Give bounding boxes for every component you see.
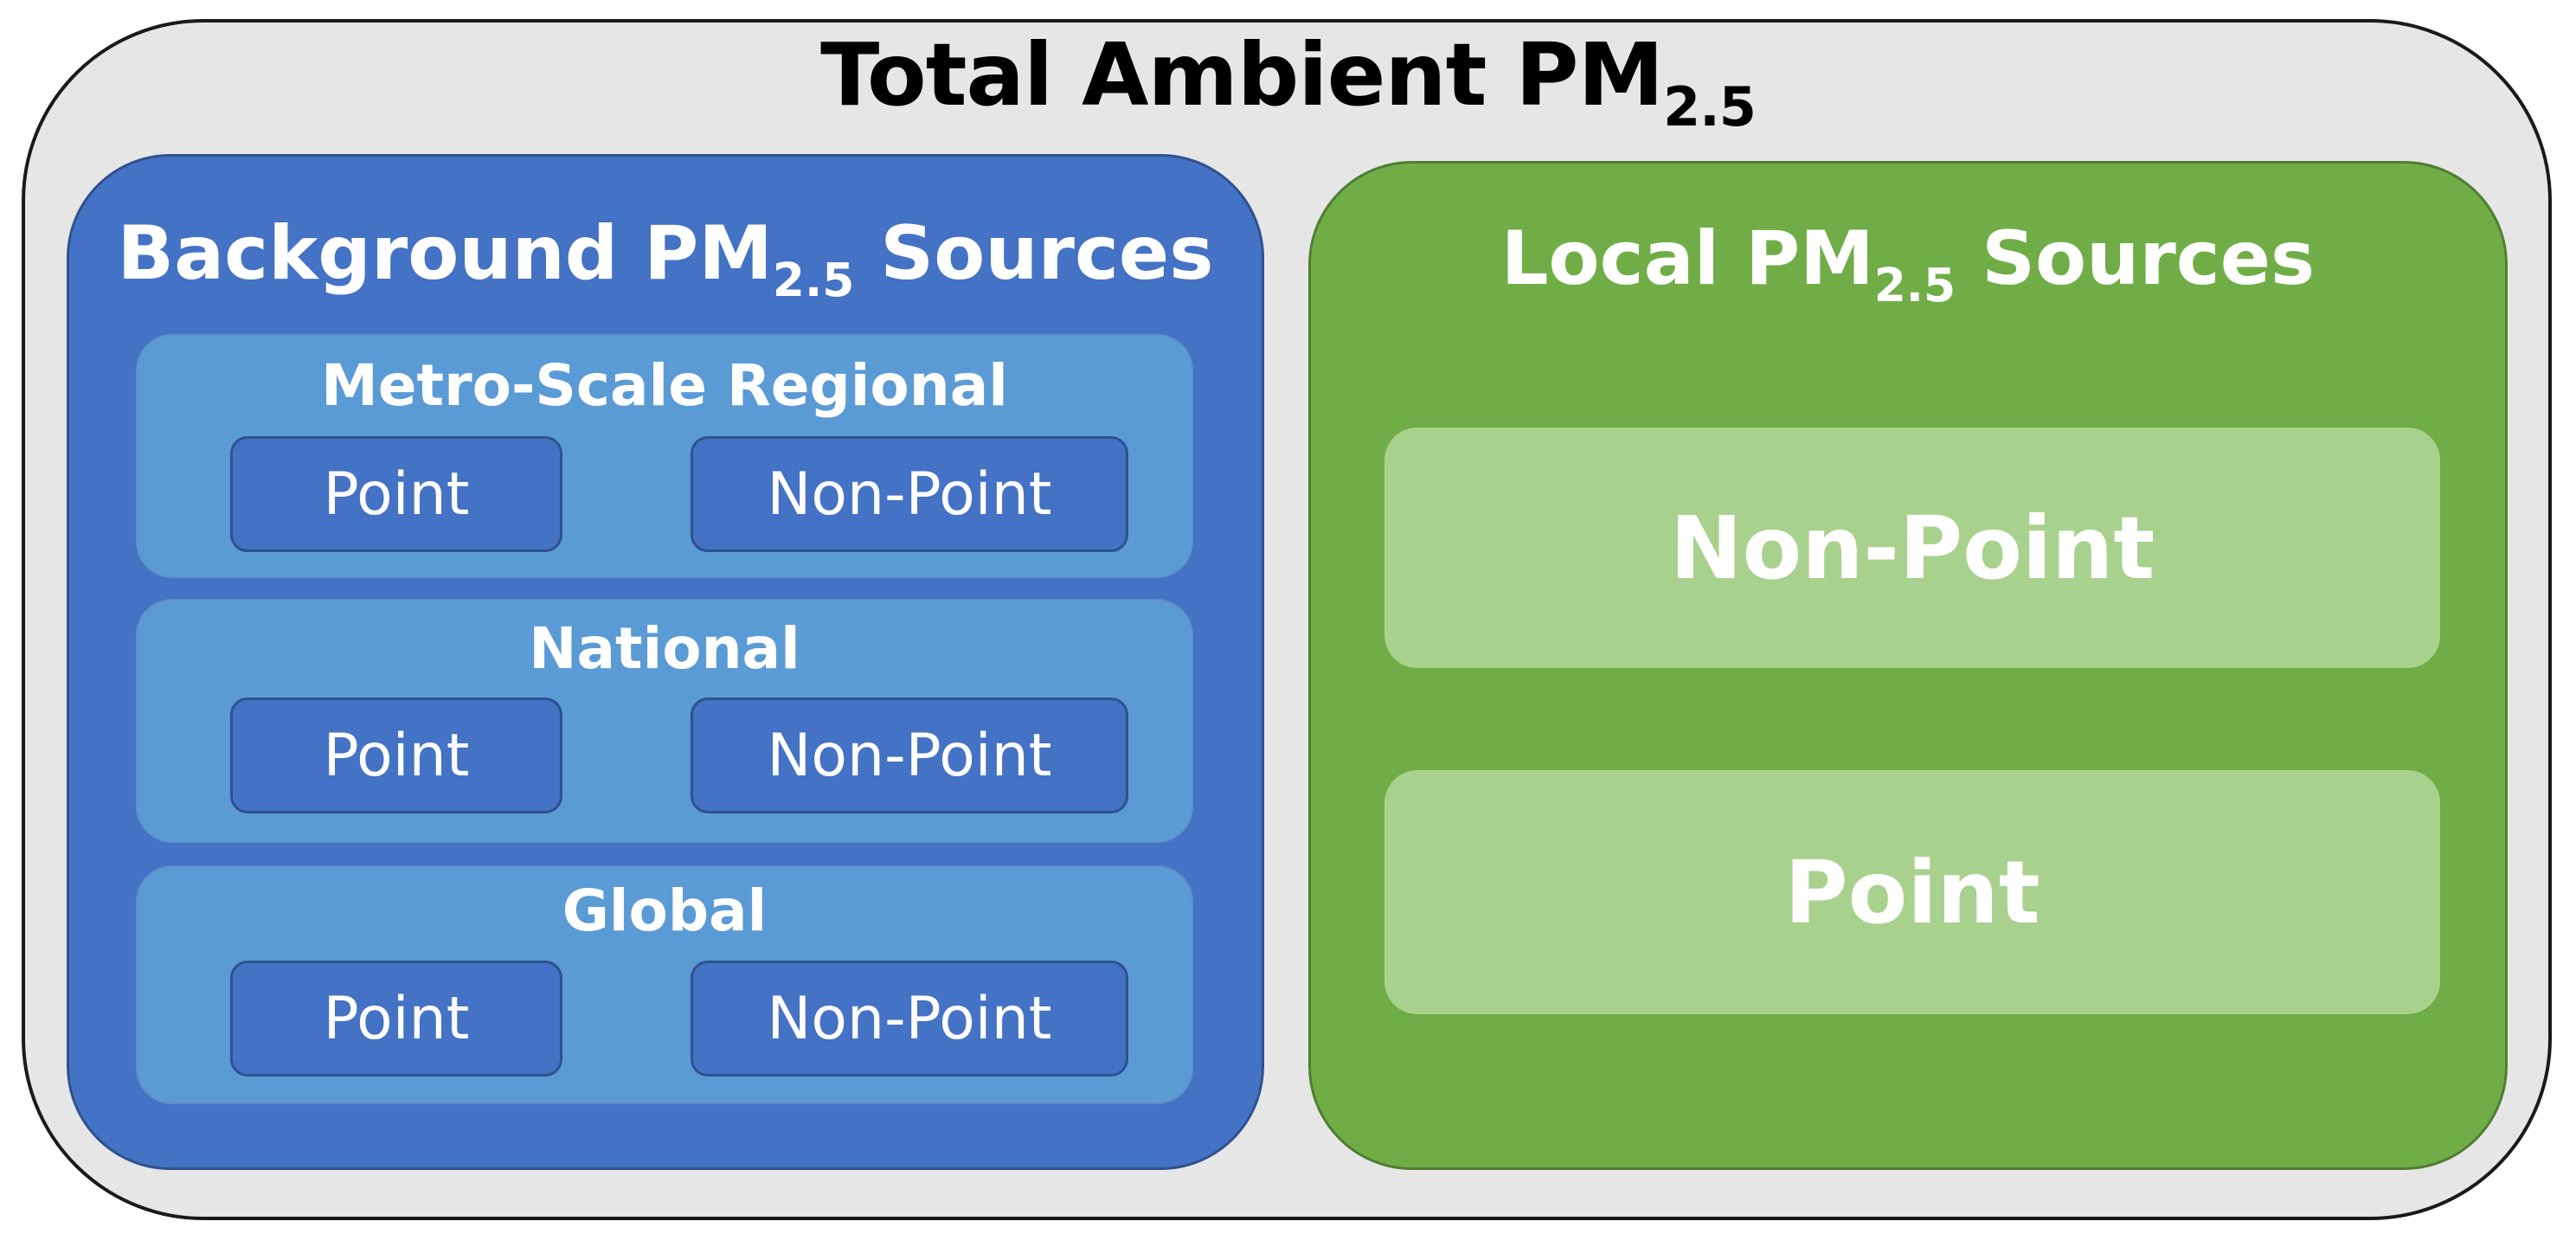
local-sources-title: Local PM2.5 Sources bbox=[1308, 211, 2508, 309]
national-non-point-box: Non-Point bbox=[691, 697, 1128, 813]
local-non-point-box: Non-Point bbox=[1384, 427, 2440, 668]
local-title-prefix: Local PM bbox=[1500, 215, 1874, 302]
local-point-box: Point bbox=[1384, 770, 2440, 1014]
global-non-point-box: Non-Point bbox=[691, 961, 1128, 1077]
global-point-box: Point bbox=[230, 961, 562, 1077]
background-title-prefix: Background PM bbox=[117, 210, 773, 297]
scale-title-global: Global bbox=[562, 877, 768, 944]
diagram-title: Total Ambient PM2.5 bbox=[0, 19, 2576, 133]
background-sources-title: Background PM2.5 Sources bbox=[67, 206, 1264, 304]
national-point-box: Point bbox=[230, 697, 562, 813]
title-main: Total Ambient PM bbox=[820, 24, 1664, 125]
local-title-suffix: Sources bbox=[1956, 215, 2316, 302]
scale-title-national: National bbox=[529, 615, 800, 682]
metro-regional-non-point-box: Non-Point bbox=[691, 436, 1128, 552]
background-title-suffix: Sources bbox=[854, 210, 1214, 297]
title-subscript: 2.5 bbox=[1663, 74, 1757, 138]
local-title-subscript: 2.5 bbox=[1873, 259, 1956, 313]
scale-title-metro-regional: Metro-Scale Regional bbox=[321, 352, 1008, 419]
metro-regional-point-box: Point bbox=[230, 436, 562, 552]
background-title-subscript: 2.5 bbox=[772, 254, 855, 308]
